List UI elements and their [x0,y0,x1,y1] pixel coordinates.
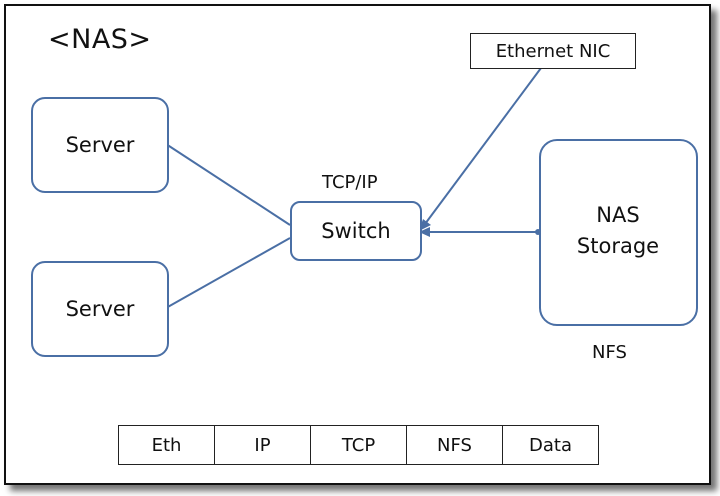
nas-storage-label: NAS Storage [540,200,696,262]
protocol-cell-tcp: TCP [311,426,407,464]
nas-storage-node [539,139,698,326]
protocol-cell-nfs: NFS [407,426,503,464]
nas-switch-arrowhead [419,227,430,237]
ethernet-nic-label: Ethernet NIC [470,33,636,69]
protocol-stack: Eth IP TCP NFS Data [118,425,599,465]
protocol-cell-eth: Eth [119,426,215,464]
nic-pointer-line [424,67,542,225]
nas-label-line2: Storage [576,234,660,258]
server-label: Server [65,297,135,321]
switch-node: Switch [290,201,422,261]
server-node-2: Server [31,261,169,357]
protocol-cell-ip: IP [215,426,311,464]
switch-label: Switch [321,219,391,243]
server2-switch-link [165,237,291,309]
diagram-title: <NAS> [48,24,152,55]
nas-label-line1: NAS [596,203,640,227]
server-node-1: Server [31,97,169,193]
nfs-caption: NFS [592,342,627,363]
nic-pointer-arrowhead [419,219,431,231]
switch-caption: TCP/IP [322,172,378,193]
server1-switch-link [165,143,291,226]
protocol-cell-data: Data [529,434,572,456]
server-label: Server [65,133,135,157]
